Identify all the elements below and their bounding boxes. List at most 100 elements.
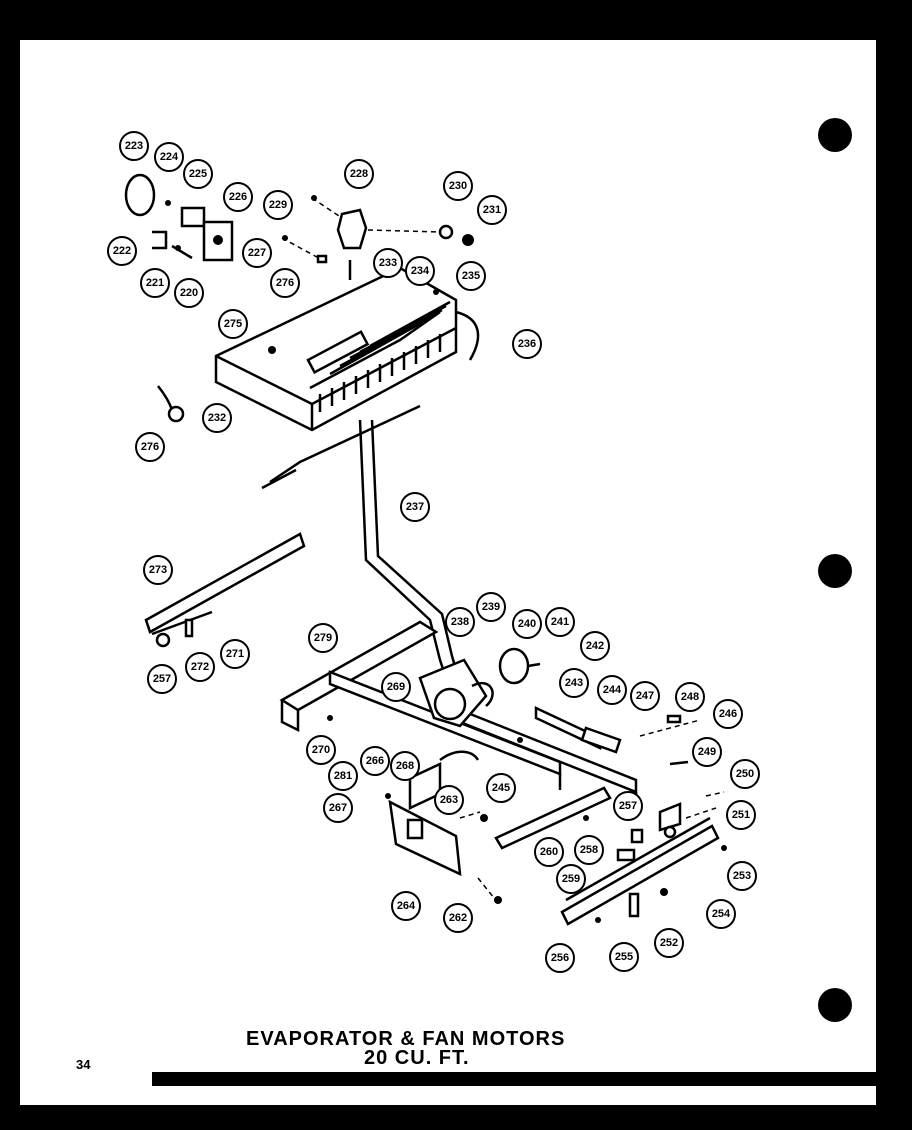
- callout-269: 269: [381, 672, 411, 702]
- callout-257a: 257: [147, 664, 177, 694]
- callout-label: 236: [518, 338, 536, 350]
- callout-label: 252: [660, 937, 678, 949]
- callout-267: 267: [323, 793, 353, 823]
- callout-label: 232: [208, 412, 226, 424]
- callout-275: 275: [218, 309, 248, 339]
- callout-label: 281: [334, 770, 352, 782]
- callout-label: 230: [449, 180, 467, 192]
- callout-271: 271: [220, 639, 250, 669]
- callout-label: 273: [149, 564, 167, 576]
- callout-label: 272: [191, 661, 209, 673]
- callout-label: 247: [636, 690, 654, 702]
- callout-label: 244: [603, 684, 622, 696]
- callout-230: 230: [443, 171, 473, 201]
- callout-266: 266: [360, 746, 390, 776]
- callout-label: 264: [397, 900, 416, 912]
- callout-label: 239: [482, 601, 500, 613]
- callout-label: 275: [224, 318, 242, 330]
- callout-label: 251: [732, 809, 750, 821]
- callout-label: 268: [396, 760, 414, 772]
- callout-label: 225: [189, 168, 207, 180]
- callout-label: 240: [518, 618, 536, 630]
- callout-234: 234: [405, 256, 435, 286]
- callout-260: 260: [534, 837, 564, 867]
- callout-250: 250: [730, 759, 760, 789]
- callout-257b: 257: [613, 791, 643, 821]
- callout-223: 223: [119, 131, 149, 161]
- callout-label: 228: [350, 168, 368, 180]
- callout-276a: 276: [270, 268, 300, 298]
- callout-label: 259: [562, 873, 580, 885]
- callout-label: 279: [314, 632, 332, 644]
- thermostat-assembly: [124, 173, 234, 262]
- callout-label: 238: [451, 616, 469, 628]
- callout-259: 259: [556, 864, 586, 894]
- callout-label: 220: [180, 287, 198, 299]
- callout-222: 222: [107, 236, 137, 266]
- callout-238: 238: [445, 607, 475, 637]
- callout-label: 235: [462, 270, 480, 282]
- callout-270: 270: [306, 735, 336, 765]
- callout-label: 243: [565, 677, 583, 689]
- callout-220: 220: [174, 278, 204, 308]
- callout-label: 237: [406, 501, 424, 513]
- callout-label: 246: [719, 708, 737, 720]
- callout-label: 271: [226, 648, 244, 660]
- title-line-1: EVAPORATOR & FAN MOTORS: [246, 1028, 566, 1050]
- callout-242: 242: [580, 631, 610, 661]
- callout-label: 227: [248, 247, 266, 259]
- callout-244: 244: [597, 675, 627, 705]
- callout-279: 279: [308, 623, 338, 653]
- callout-label: 267: [329, 802, 347, 814]
- callout-label: 234: [411, 265, 430, 277]
- callout-224: 224: [154, 142, 184, 172]
- callout-262: 262: [443, 903, 473, 933]
- callout-label: 276: [141, 441, 159, 453]
- callout-247: 247: [630, 681, 660, 711]
- binder-hole-bottom: [818, 988, 852, 1022]
- page-number: 34: [76, 1057, 91, 1072]
- control-connector: [281, 195, 474, 280]
- callout-237: 237: [400, 492, 430, 522]
- callout-243: 243: [559, 668, 589, 698]
- callout-236: 236: [512, 329, 542, 359]
- callout-228: 228: [344, 159, 374, 189]
- callout-256: 256: [545, 943, 575, 973]
- callout-label: 269: [387, 681, 405, 693]
- callout-label: 229: [269, 199, 287, 211]
- callout-239: 239: [476, 592, 506, 622]
- callout-254: 254: [706, 899, 736, 929]
- callout-label: 231: [483, 204, 501, 216]
- callout-label: 226: [229, 191, 247, 203]
- callout-label: 262: [449, 912, 467, 924]
- callout-249: 249: [692, 737, 722, 767]
- callout-263: 263: [434, 785, 464, 815]
- callout-label: 270: [312, 744, 330, 756]
- callout-231: 231: [477, 195, 507, 225]
- callout-252: 252: [654, 928, 684, 958]
- callout-268: 268: [390, 751, 420, 781]
- callout-label: 254: [712, 908, 731, 920]
- diagram-title: EVAPORATOR & FAN MOTORS 20 CU. FT.: [246, 1028, 626, 1070]
- callout-label: 223: [125, 140, 143, 152]
- callout-label: 258: [580, 844, 598, 856]
- callout-label: 222: [113, 245, 131, 257]
- callout-246: 246: [713, 699, 743, 729]
- callout-226: 226: [223, 182, 253, 212]
- callout-240: 240: [512, 609, 542, 639]
- callout-233: 233: [373, 248, 403, 278]
- callout-label: 276: [276, 277, 294, 289]
- callout-label: 256: [551, 952, 569, 964]
- callout-248: 248: [675, 682, 705, 712]
- callout-253: 253: [727, 861, 757, 891]
- callout-241: 241: [545, 607, 575, 637]
- callout-label: 257: [619, 800, 637, 812]
- callout-label: 241: [551, 616, 569, 628]
- binder-hole-middle: [818, 554, 852, 588]
- evaporator-coil: [157, 266, 480, 490]
- callout-label: 253: [733, 870, 751, 882]
- callout-label: 250: [736, 768, 754, 780]
- callout-layer: 223 224 225 226 222 221 220 228 229 227 276 230 231 2…: [107, 131, 760, 973]
- callout-221: 221: [140, 268, 170, 298]
- callout-276b: 276: [135, 432, 165, 462]
